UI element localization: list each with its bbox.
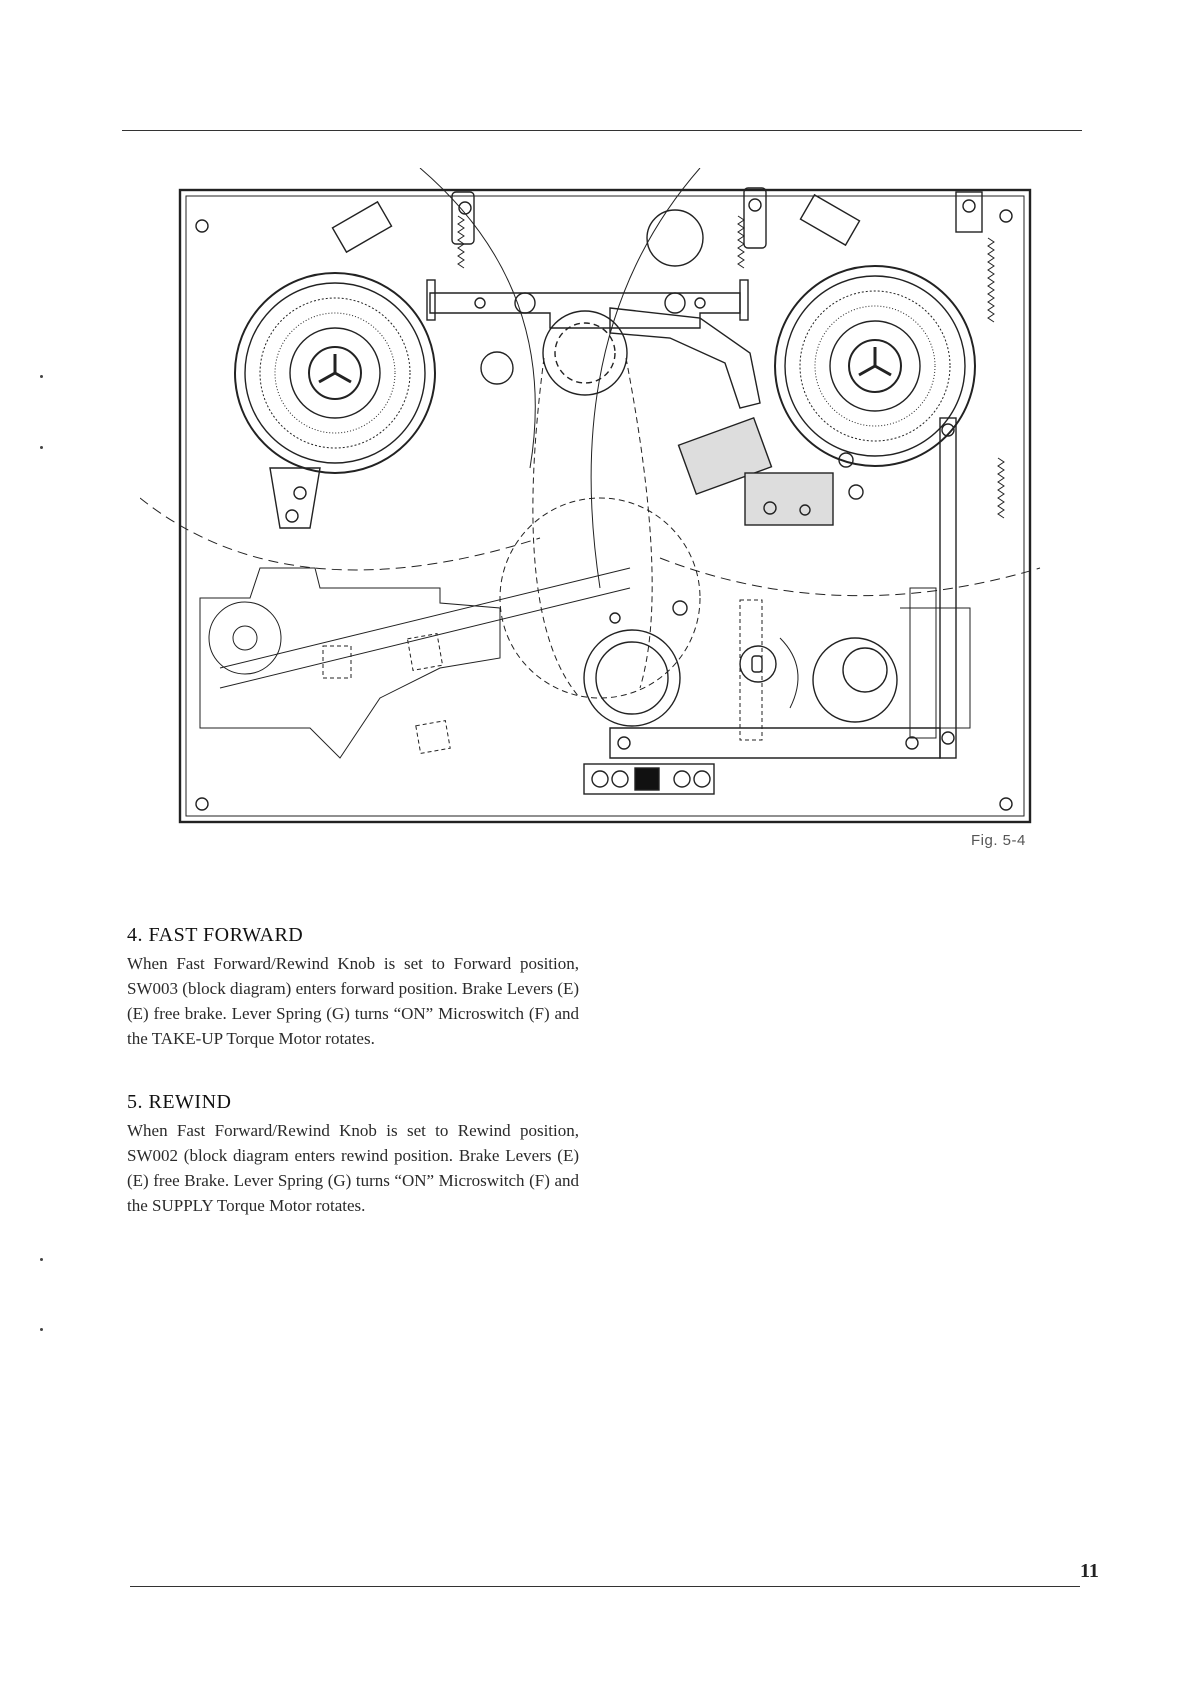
section-rewind: 5. REWIND When Fast Forward/Rewind Knob …	[127, 1091, 579, 1218]
supply-reel	[234, 272, 436, 474]
section-body: When Fast Forward/Rewind Knob is set to …	[127, 954, 579, 1048]
scan-speck	[40, 375, 43, 378]
page-number: 11	[1080, 1560, 1099, 1582]
scan-speck	[40, 446, 43, 449]
top-rule	[122, 130, 1082, 131]
section-heading: 4. FAST FORWARD	[127, 924, 304, 946]
section-body: When Fast Forward/Rewind Knob is set to …	[127, 1121, 579, 1215]
section-heading: 5. REWIND	[127, 1091, 232, 1113]
section-fast-forward: 4. FAST FORWARD When Fast Forward/Rewind…	[127, 924, 579, 1051]
scan-speck	[40, 1328, 43, 1331]
figure-caption: Fig. 5-4	[971, 832, 1026, 849]
mechanism-figure	[139, 167, 1050, 858]
scan-speck	[40, 1258, 43, 1261]
bottom-rule	[130, 1586, 1080, 1587]
tape-deck-mechanism-drawing	[139, 167, 1041, 824]
take-up-reel	[774, 265, 976, 467]
